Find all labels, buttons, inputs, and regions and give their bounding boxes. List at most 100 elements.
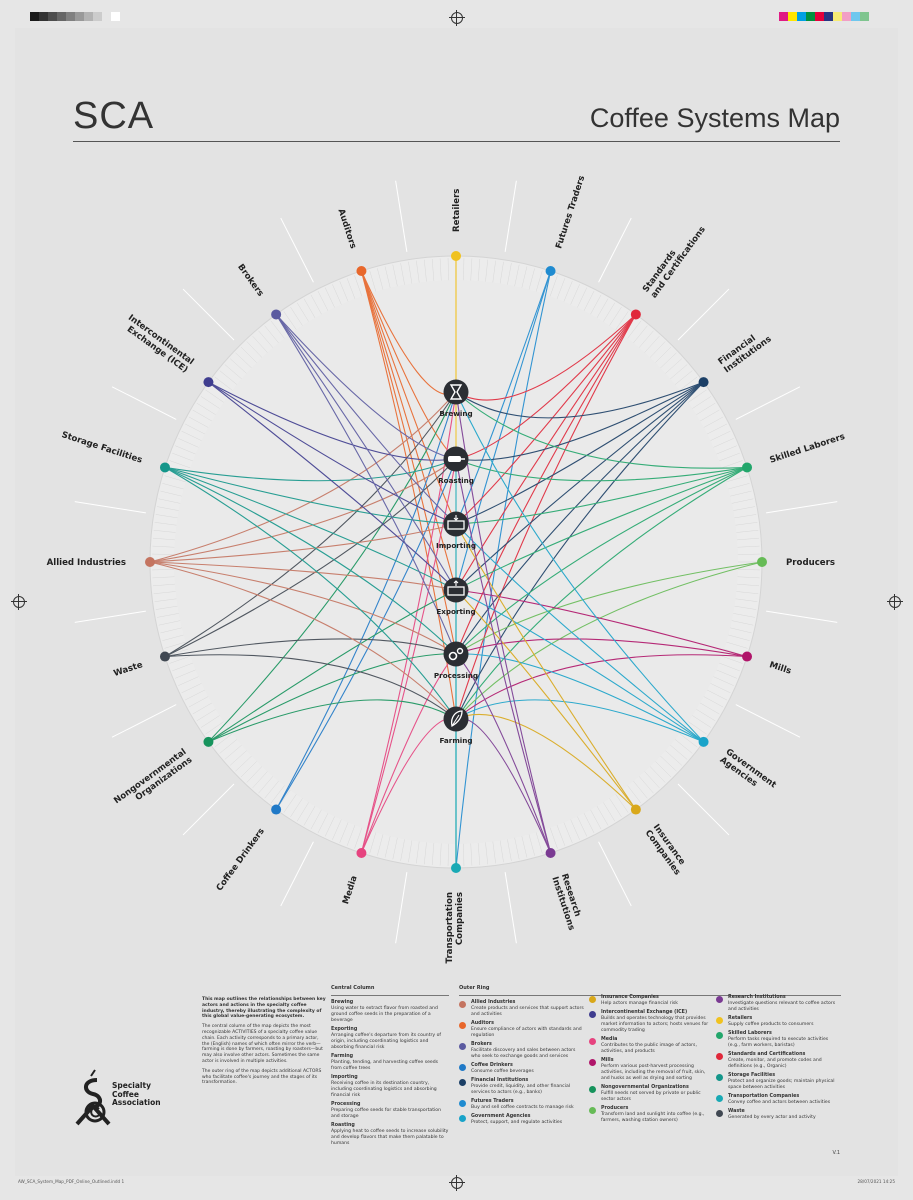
intro-paragraph: This map outlines the relationships betw… xyxy=(202,997,326,1020)
connection-line xyxy=(164,654,457,720)
actor-label: Allied Industries xyxy=(47,558,126,568)
connection-line xyxy=(455,466,748,655)
legend-item-name: Insurance Companies xyxy=(601,995,659,1000)
connection-line xyxy=(149,391,457,563)
connection-line xyxy=(275,458,457,810)
activity-label: Exporting xyxy=(436,607,475,616)
swatch xyxy=(860,12,869,21)
connection-line xyxy=(164,638,457,658)
legend-item-name: Brokers xyxy=(471,1042,492,1047)
grayscale-swatches xyxy=(30,12,120,21)
actor-label: Futures Traders xyxy=(554,174,587,250)
actor-node xyxy=(203,736,214,747)
color-swatches xyxy=(779,12,869,21)
legend-color-dot xyxy=(589,1059,596,1066)
connection-line xyxy=(455,653,552,854)
actor-node xyxy=(545,848,556,859)
legend-item-name: Importing xyxy=(331,1075,358,1080)
actor-node xyxy=(757,557,767,567)
legend-item-desc: Investigate questions relevant to coffee… xyxy=(728,1001,836,1012)
registration-mark-icon xyxy=(887,594,903,610)
legend-item-desc: Buy and sell coffee contracts to manage … xyxy=(471,1105,574,1110)
version-label: V.1 xyxy=(832,1150,840,1156)
legend-color-dot xyxy=(459,1079,466,1086)
swatch xyxy=(57,12,66,21)
connection-line xyxy=(275,314,457,525)
actor-label-line: Producers xyxy=(786,558,835,568)
activity-label: Roasting xyxy=(438,476,474,485)
legend-item-desc: Planting, tending, and harvesting coffee… xyxy=(331,1060,439,1071)
legend-color-dot xyxy=(589,1011,596,1018)
connection-line xyxy=(455,699,704,743)
activity-label: Farming xyxy=(439,736,472,745)
actor-node xyxy=(698,736,709,747)
legend-item-name: Nongovernmental Organizations xyxy=(601,1085,689,1090)
legend-heading: Central Column xyxy=(331,985,375,991)
legend-color-dot xyxy=(589,1038,596,1045)
legend-item-name: Coffee Drinkers xyxy=(471,1063,513,1068)
actor-node xyxy=(271,309,282,320)
legend-color-dot xyxy=(716,1095,723,1102)
connection-line xyxy=(455,523,704,743)
connection-line xyxy=(455,314,637,655)
actor-node xyxy=(271,804,282,815)
connection-line xyxy=(455,313,637,401)
actor-label-line: Waste xyxy=(112,660,144,679)
connection-line xyxy=(164,466,457,655)
connection-line xyxy=(455,381,704,655)
swatch xyxy=(842,12,851,21)
legend-color-dot xyxy=(716,1017,723,1024)
connection-line xyxy=(275,314,457,655)
legend-color-dot xyxy=(716,1032,723,1039)
intro-paragraph: The central column of the map depicts th… xyxy=(202,1024,323,1064)
activity-label: Brewing xyxy=(439,409,472,418)
actor-label: Brokers xyxy=(235,262,265,298)
swatch xyxy=(824,12,833,21)
legend-item-name: Allied Industries xyxy=(471,1000,516,1005)
connection-line xyxy=(455,561,763,720)
activity-label: Importing xyxy=(436,541,476,550)
legend-item-name: Financial Institutions xyxy=(471,1078,529,1083)
connection-line xyxy=(455,523,637,810)
actor-label: InsuranceCompanies xyxy=(643,823,690,878)
actor-label: Storage Facilities xyxy=(60,430,143,466)
connection-line xyxy=(455,391,748,469)
connection-line xyxy=(455,381,704,461)
connection-line xyxy=(360,391,457,854)
legend-item-desc: Generated by every actor and activity xyxy=(728,1115,816,1120)
legend-item-desc: Protect and organize goods; maintain phy… xyxy=(728,1079,835,1090)
leaf-icon xyxy=(450,710,463,728)
connection-line xyxy=(455,654,748,720)
sca-logo xyxy=(75,1069,111,1126)
actor-label-line: Brokers xyxy=(235,262,265,298)
actor-node xyxy=(742,651,753,662)
actor-label: ResearchInstitutions xyxy=(549,872,585,931)
connection-line xyxy=(455,458,552,854)
connection-line xyxy=(208,699,457,743)
registration-mark-icon xyxy=(449,1175,465,1191)
connection-line xyxy=(455,466,748,720)
brand-title: SCA xyxy=(73,95,155,137)
legend-item-desc: Facilitate discovery and sales between a… xyxy=(471,1048,576,1059)
legend-item-desc: Contributes to the public image of actor… xyxy=(601,1043,697,1054)
activity-label: Processing xyxy=(434,671,478,680)
container-export-icon xyxy=(447,580,465,596)
actor-label: GovernmentAgencies xyxy=(718,747,778,798)
legend-color-dot xyxy=(716,1110,723,1117)
connection-line xyxy=(275,314,457,460)
activity-node: Brewing xyxy=(439,379,473,418)
actor-label: Media xyxy=(341,874,360,905)
actor-label: Coffee Drinkers xyxy=(215,827,267,894)
